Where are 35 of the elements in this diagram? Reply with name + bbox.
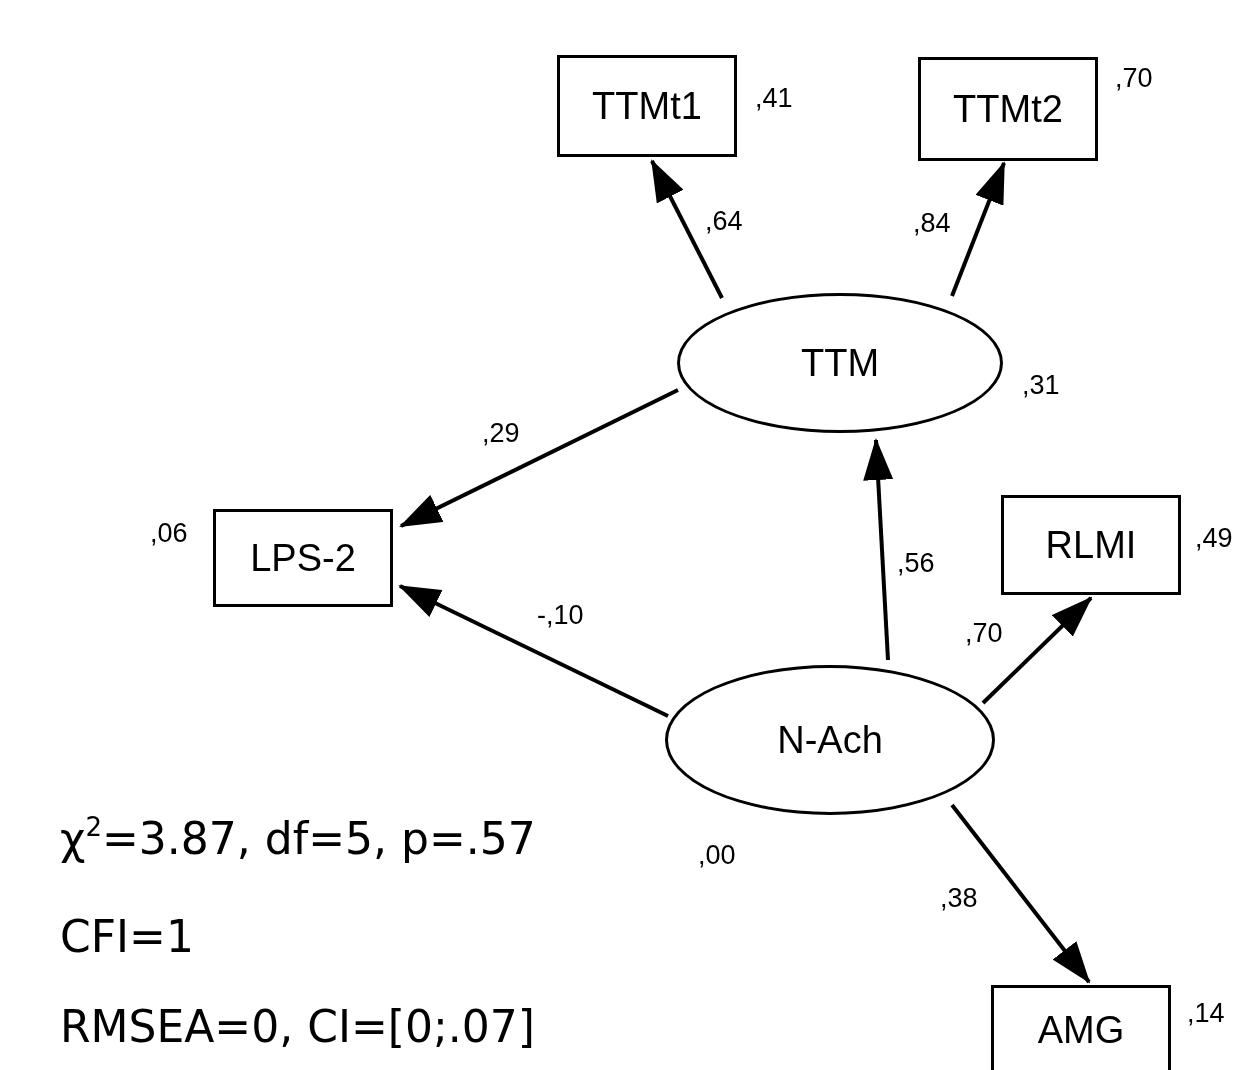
variance-value: ,00: [698, 842, 736, 869]
variance-value: ,41: [755, 85, 793, 112]
observed-variable-box: [557, 55, 737, 157]
fit-statistic: χ$^{2}$=3.87, df=5, p=.57: [60, 815, 536, 864]
variance-value: ,14: [1187, 1000, 1225, 1027]
path-coefficient: ,56: [897, 550, 935, 577]
fit-statistic: RMSEA=0, CI=[0;.07]: [60, 1003, 535, 1052]
variable-name: RLMI: [1045, 523, 1137, 567]
path-coefficient: ,84: [913, 210, 951, 237]
variable-name: TTMt2: [953, 87, 1063, 131]
observed-variable-box: [918, 57, 1098, 161]
observed-variable-box: [1001, 495, 1181, 595]
variance-value: ,70: [1115, 65, 1153, 92]
observed-variable-box: [991, 985, 1171, 1070]
variance-value: ,06: [150, 520, 188, 547]
path-arrow: [950, 161, 1006, 297]
variable-name: LPS-2: [250, 536, 356, 580]
path-arrow: [981, 596, 1093, 705]
variance-value: ,31: [1022, 372, 1060, 399]
path-arrow: [399, 388, 679, 528]
path-coefficient: -,10: [537, 602, 584, 629]
fit-statistic: CFI=1: [60, 913, 194, 962]
variance-value: ,49: [1195, 525, 1233, 552]
path-arrow: [398, 584, 669, 718]
path-coefficient: ,29: [482, 420, 520, 447]
variable-name: TTM: [800, 341, 880, 385]
path-coefficient: ,70: [965, 620, 1003, 647]
variable-name: TTMt1: [592, 84, 702, 128]
variable-name: AMG: [1037, 1008, 1125, 1052]
path-coefficient: ,64: [705, 208, 743, 235]
path-arrow: [650, 159, 724, 299]
path-arrow: [863, 438, 894, 661]
observed-variable-box: [213, 509, 393, 607]
path-coefficient: ,38: [940, 885, 978, 912]
variable-name: N-Ach: [777, 718, 883, 762]
